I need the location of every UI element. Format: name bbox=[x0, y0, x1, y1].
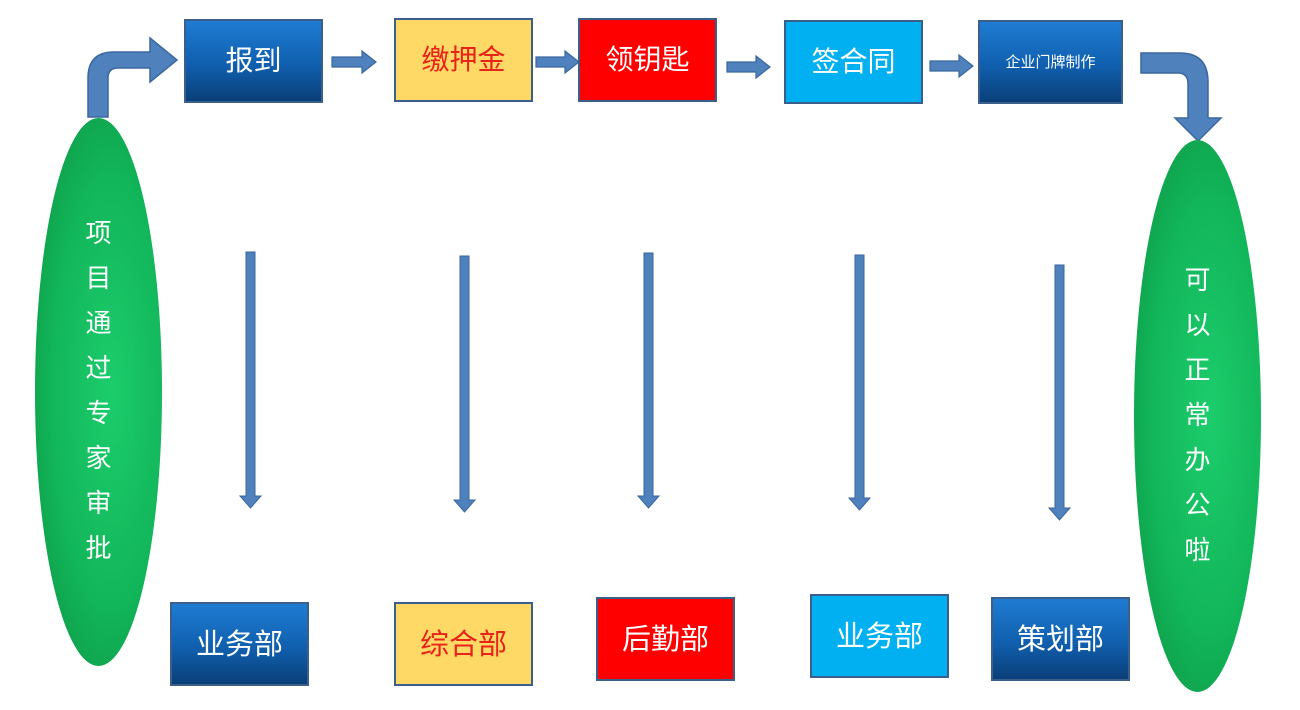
flow-step-keys: 领钥匙 bbox=[578, 18, 717, 102]
vertical-char: 啦 bbox=[1184, 535, 1211, 566]
department-logistics: 后勤部 bbox=[596, 597, 735, 681]
vertical-char: 公 bbox=[1184, 490, 1211, 521]
vertical-char: 办 bbox=[1184, 445, 1211, 476]
vertical-char: 正 bbox=[1184, 355, 1211, 386]
department-business-1: 业务部 bbox=[170, 602, 309, 686]
down-arrow-4 bbox=[847, 254, 872, 511]
flow-step-signboard: 企业门牌制作 bbox=[978, 20, 1123, 104]
vertical-char: 通 bbox=[85, 309, 112, 339]
end-node-label: 可以正常办公啦 bbox=[1184, 259, 1210, 574]
start-node: 项目通过专家审批 bbox=[35, 118, 162, 666]
department-general-label: 综合部 bbox=[419, 626, 507, 661]
end-curved-arrow bbox=[1140, 52, 1223, 143]
vertical-char: 家 bbox=[85, 444, 112, 474]
vertical-char: 专 bbox=[85, 399, 112, 429]
vertical-char: 批 bbox=[85, 534, 112, 564]
vertical-char: 过 bbox=[85, 354, 112, 384]
start-node-label: 项目通过专家审批 bbox=[85, 212, 111, 572]
vertical-char: 可 bbox=[1184, 265, 1211, 296]
vertical-char: 常 bbox=[1184, 400, 1211, 431]
flow-step-keys-label: 领钥匙 bbox=[605, 43, 690, 76]
department-logistics-label: 后勤部 bbox=[621, 621, 709, 656]
flow-step-checkin-label: 报到 bbox=[225, 44, 282, 77]
flow-step-signboard-label: 企业门牌制作 bbox=[1005, 52, 1096, 71]
down-arrow-2 bbox=[452, 255, 477, 513]
flow-step-deposit-label: 缴押金 bbox=[421, 43, 506, 76]
department-business-2-label: 业务部 bbox=[835, 618, 923, 653]
flow-arrow-1 bbox=[331, 49, 377, 75]
start-curved-arrow bbox=[87, 36, 179, 118]
flow-step-contract: 签合同 bbox=[784, 20, 923, 104]
flow-arrow-4 bbox=[929, 53, 974, 79]
down-arrow-3 bbox=[636, 252, 661, 509]
flow-step-deposit: 缴押金 bbox=[394, 18, 533, 102]
vertical-char: 以 bbox=[1184, 310, 1211, 341]
end-node: 可以正常办公啦 bbox=[1134, 140, 1261, 692]
department-planning-label: 策划部 bbox=[1016, 621, 1104, 656]
flow-step-contract-label: 签合同 bbox=[811, 45, 896, 78]
down-arrow-5 bbox=[1047, 264, 1072, 521]
department-business-1-label: 业务部 bbox=[195, 626, 283, 661]
flow-arrow-3 bbox=[726, 54, 771, 80]
flow-step-checkin: 报到 bbox=[184, 19, 323, 103]
flow-arrow-2 bbox=[535, 49, 580, 75]
down-arrow-1 bbox=[238, 251, 263, 509]
department-business-2: 业务部 bbox=[810, 594, 949, 678]
vertical-char: 目 bbox=[85, 264, 112, 294]
department-planning: 策划部 bbox=[991, 597, 1130, 681]
department-general: 综合部 bbox=[394, 602, 533, 686]
vertical-char: 审 bbox=[85, 489, 112, 519]
vertical-char: 项 bbox=[85, 219, 112, 249]
